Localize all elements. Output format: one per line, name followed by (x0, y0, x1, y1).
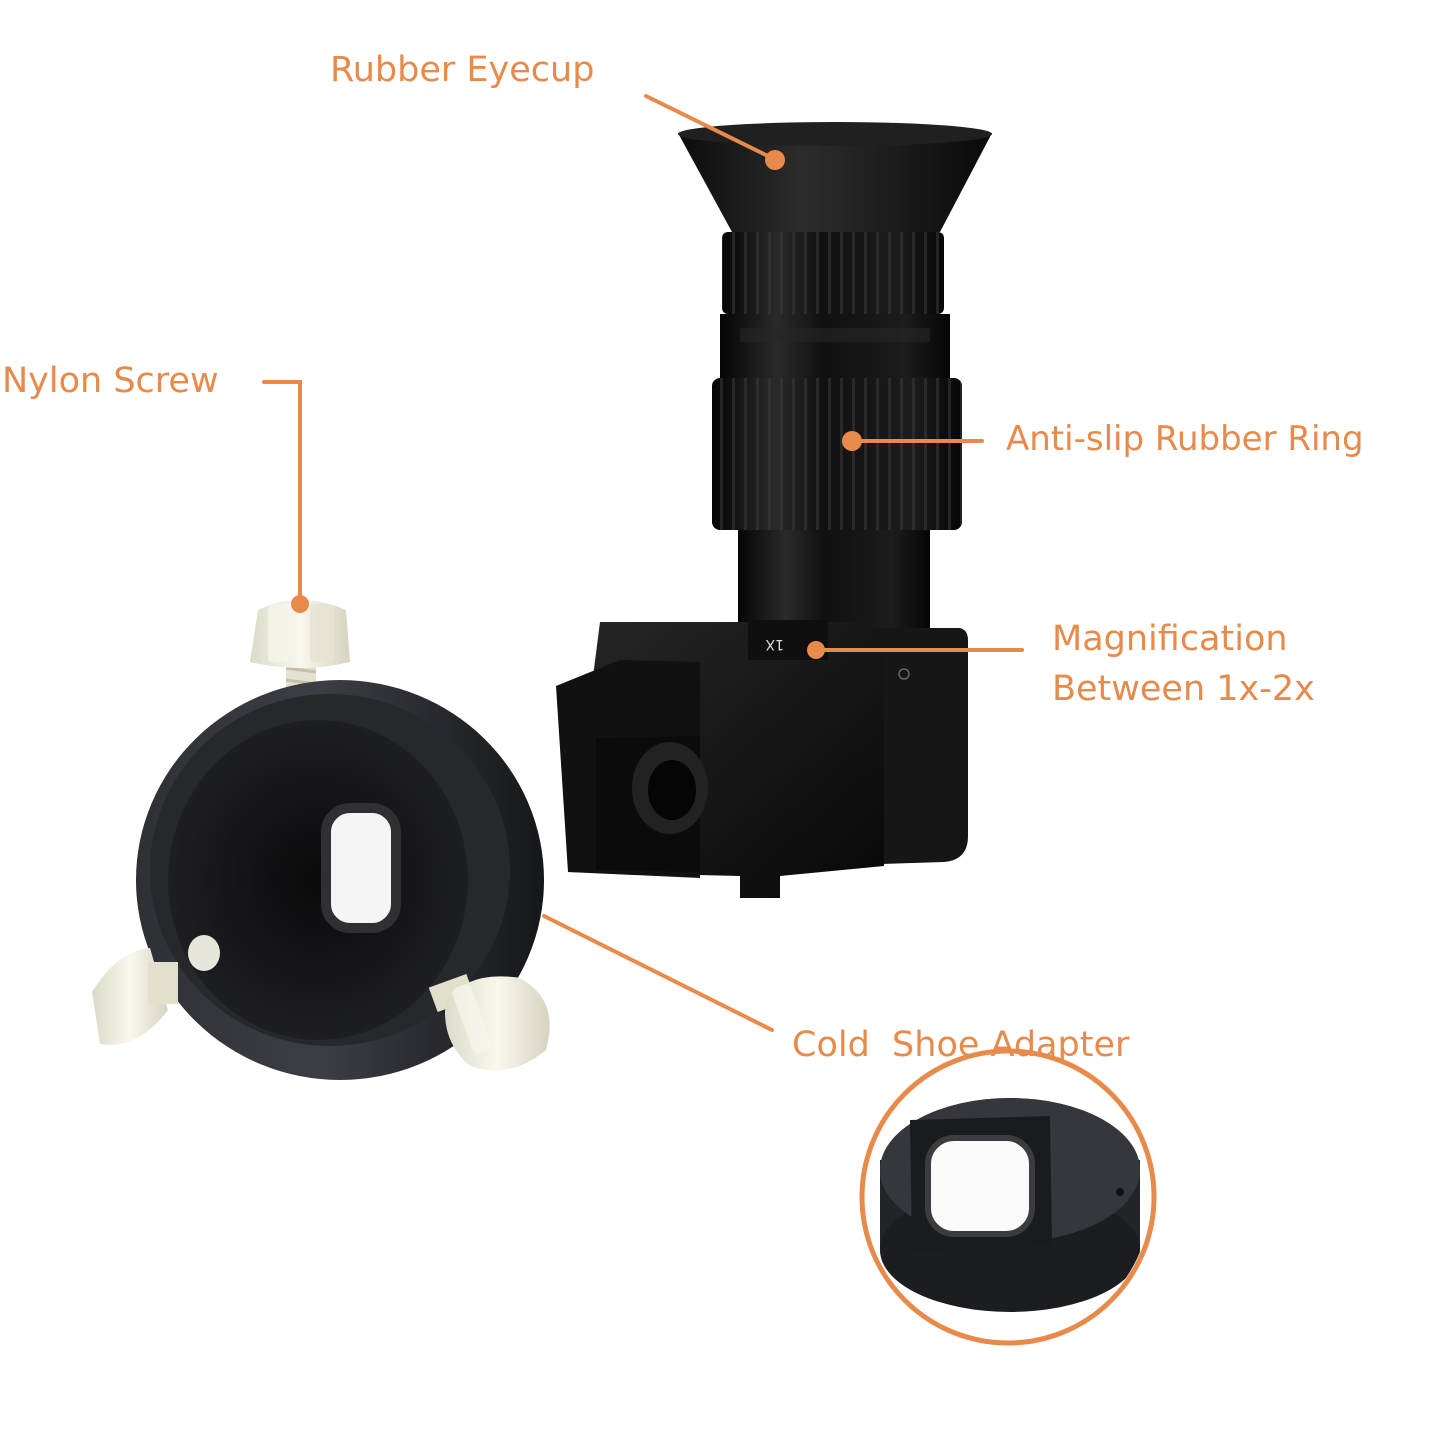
dot-magnification (807, 641, 825, 659)
leader-cold-shoe (542, 914, 774, 1032)
label-magnification-line1: Magnification (1052, 619, 1288, 659)
label-magnification-line2: Between 1x-2x (1052, 669, 1315, 709)
leader-nylon-screw (262, 380, 302, 602)
dial-marking-text: 1X (765, 636, 784, 652)
nylon-screw-right (428, 973, 550, 1071)
dial-screw-icon (898, 668, 910, 680)
leader-rubber-eyecup (644, 94, 774, 160)
nylon-screw-left (92, 948, 178, 1045)
label-magnification: Magnification Between 1x-2x (1052, 614, 1315, 714)
adapter-ring-bore (168, 720, 468, 1040)
cold-shoe-adapter-part (92, 600, 550, 1080)
label-nylon-screw: Nylon Screw (2, 361, 219, 401)
angle-finder-viewfinder: 1X (556, 122, 992, 898)
right-angle-housing (868, 628, 968, 864)
label-rubber-eyecup: Rubber Eyecup (330, 50, 595, 90)
callout-lines (262, 94, 1024, 1032)
label-cold-shoe-adapter: Cold Shoe Adapter (792, 1025, 1130, 1065)
adapter-slot (321, 803, 401, 933)
adapter-closeup-inset (859, 1048, 1157, 1346)
dot-nylon-screw (291, 595, 309, 613)
label-anti-slip-ring: Anti-slip Rubber Ring (1006, 419, 1364, 459)
dot-rubber-eyecup (765, 150, 785, 170)
callout-dots (291, 150, 862, 659)
dot-anti-slip-ring (842, 431, 862, 451)
